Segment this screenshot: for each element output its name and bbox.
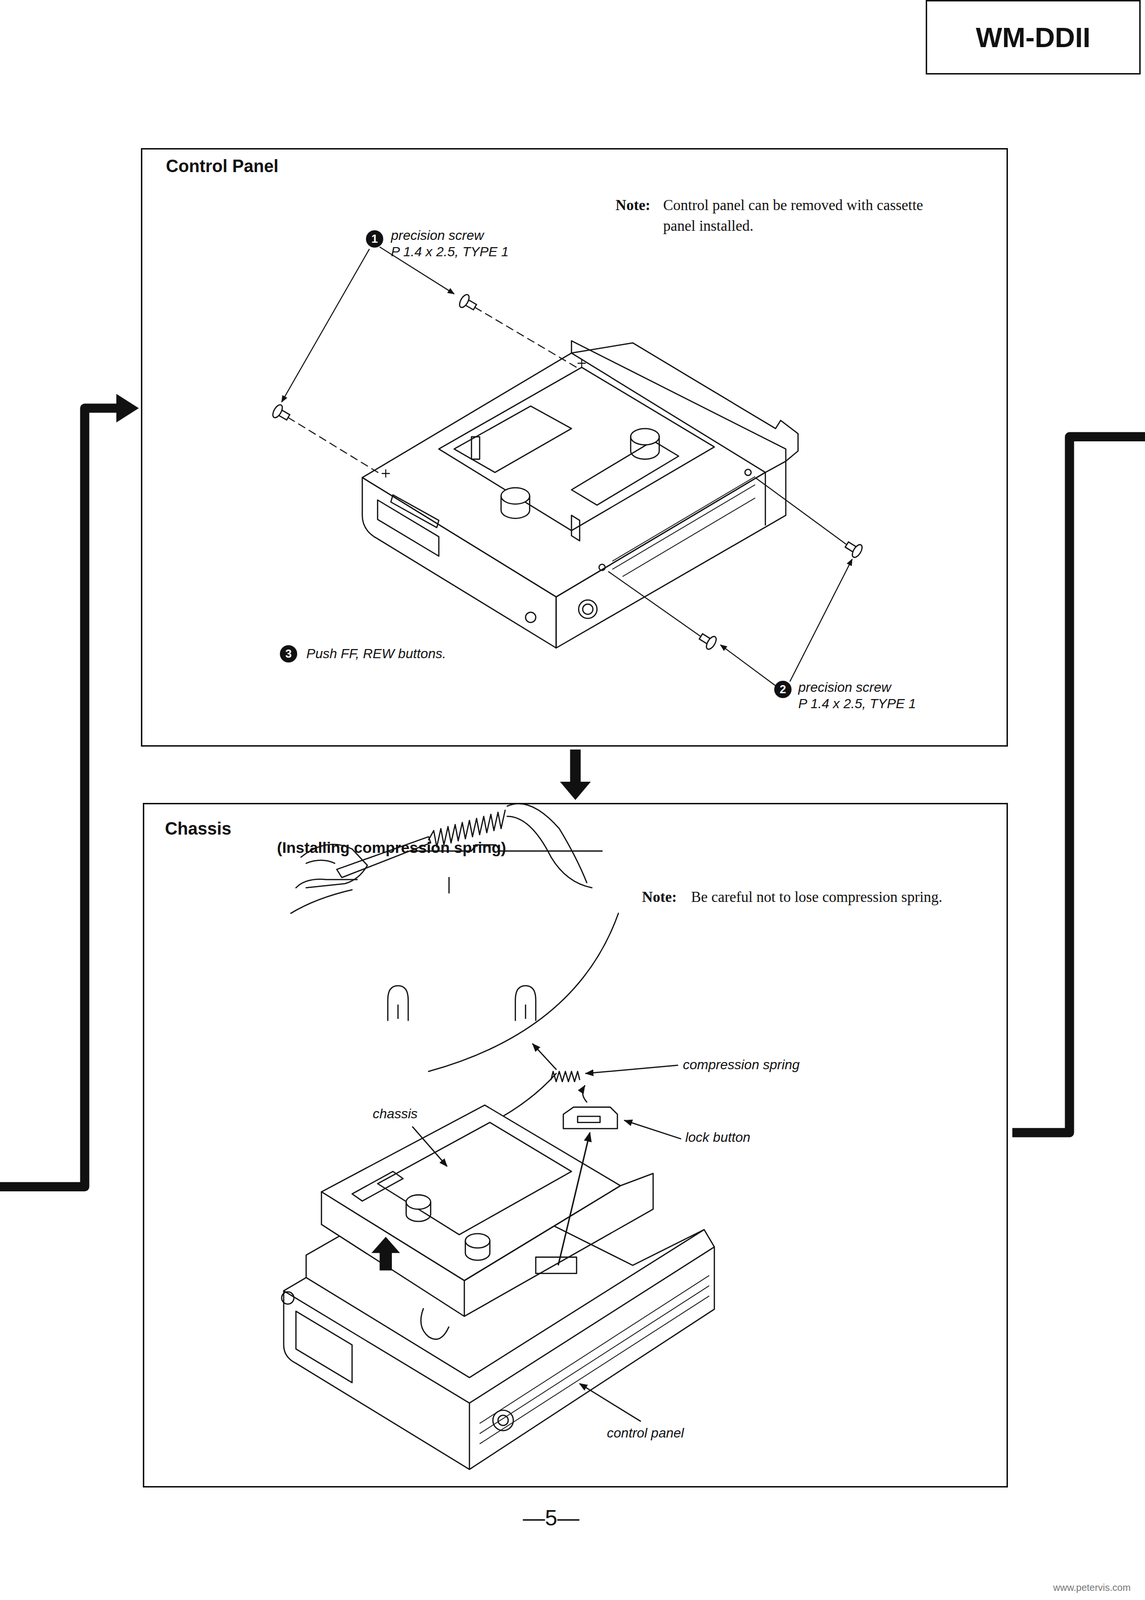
part-label: precision screw [798, 679, 892, 696]
part-label: P 1.4 x 2.5, TYPE 1 [798, 695, 917, 713]
flow-arrowhead [116, 393, 139, 423]
step-panel: Chassis (Installing compression spring) [142, 803, 1008, 1488]
screw-path [287, 307, 847, 638]
part-label: Control panel can be removed with casset… [663, 194, 933, 237]
panel-heading: Control Panel [165, 156, 279, 177]
leader-line [281, 247, 853, 687]
part-label: precision screw [390, 227, 484, 244]
watermark: www.petervis.com [1053, 1582, 1131, 1594]
panel-heading: WM-DDII [975, 21, 1091, 54]
panel-subheading: (Installing compression spring) [276, 839, 507, 857]
callout-number: 1 [365, 230, 384, 248]
part-label: control panel [606, 1425, 684, 1442]
part-label: P 1.4 x 2.5, TYPE 1 [390, 243, 509, 261]
part-label: Be careful not to lose compression sprin… [691, 886, 961, 908]
panel-heading: Chassis [164, 818, 232, 840]
chassis-drawing [281, 1105, 715, 1471]
part-label: compression spring [682, 1056, 800, 1074]
step-panel: Control Panel [140, 148, 1008, 747]
model-box: WM-DDII [925, 0, 1141, 75]
unit-drawing [362, 340, 798, 649]
part-label: —5— [503, 1505, 600, 1532]
callout-number: 3 [279, 645, 298, 663]
precision-screw [270, 293, 864, 652]
callout-number: 2 [774, 680, 792, 699]
part-label: chassis [372, 1106, 418, 1123]
part-label: Push FF, REW buttons. [306, 645, 447, 663]
lift-arrow [371, 1236, 400, 1271]
part-label: lock button [685, 1129, 751, 1146]
note-heading: Note: [615, 194, 651, 216]
step-arrow [560, 749, 592, 801]
note-heading: Note: [641, 886, 677, 908]
